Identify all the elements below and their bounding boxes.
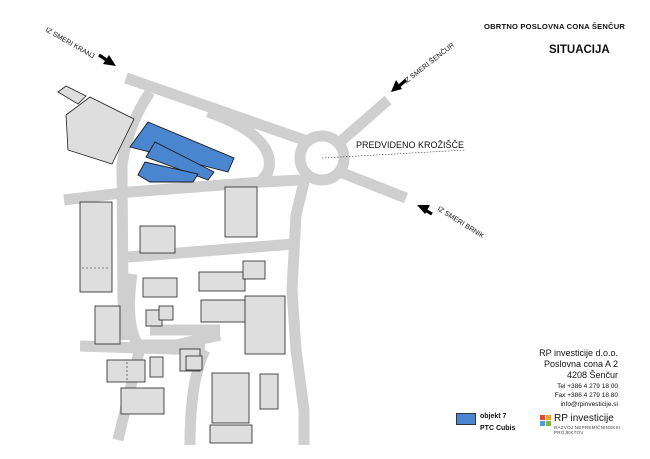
- building: [198, 271, 246, 292]
- legend-swatch: [456, 413, 476, 425]
- building: [259, 373, 279, 410]
- object-7-ptc-cubis: [129, 121, 235, 183]
- label-from-brnik: IZ SMERI BRNIK: [436, 206, 486, 241]
- company-fax: Fax +386 4 279 18 80: [554, 392, 618, 399]
- building: [57, 85, 87, 105]
- building: [139, 225, 176, 254]
- building: [224, 186, 258, 238]
- buildings: [57, 85, 286, 444]
- building: [200, 299, 248, 323]
- arrow-from-sencur: [391, 78, 408, 92]
- company-block: RP investicije d.o.o. Poslovna cona A 2 …: [520, 348, 618, 381]
- building: [106, 359, 146, 383]
- building: [120, 387, 165, 415]
- site-name: OBRTNO POSLOVNA CONA ŠENČUR: [484, 22, 626, 31]
- label-from-kranj: IZ SMERI KRANJ: [44, 27, 95, 61]
- road-to-sencur: [336, 95, 392, 147]
- logo-square: [540, 421, 545, 426]
- building: [94, 305, 121, 345]
- road-curve-west: [116, 88, 155, 341]
- arrow-from-kranj: [98, 53, 116, 66]
- label-roundabout: PREDVIDENO KROŽIŠČE: [356, 140, 464, 150]
- logo-square: [546, 415, 551, 420]
- road-south-from-roundabout: [286, 172, 312, 445]
- building: [244, 295, 286, 355]
- road-loop-east: [206, 106, 275, 184]
- legend-label-object: objekt 7: [480, 413, 507, 420]
- label-from-sencur: IZ SMERI ŠENČUR: [402, 40, 456, 85]
- logo-icon: [540, 415, 551, 426]
- sheet-title: SITUACIJA: [549, 44, 610, 56]
- roundabout-leader-line: [321, 149, 467, 159]
- legend-label-name: PTC Cubis: [480, 425, 516, 432]
- building: [209, 424, 253, 444]
- building: [158, 305, 174, 321]
- logo-tagline: RAZVOJ NEPREMIČNINSKIH PROJEKTOV: [554, 425, 621, 436]
- building: [149, 356, 164, 378]
- arrow-from-brnik: [417, 205, 433, 216]
- logo-square: [540, 415, 545, 420]
- logo-name: RP investicije: [554, 413, 614, 424]
- logo-square: [546, 421, 551, 426]
- building: [242, 260, 266, 280]
- road-cross-2: [127, 238, 295, 263]
- road-cross-1: [63, 174, 301, 206]
- building: [79, 201, 113, 293]
- road-to-brnik: [337, 166, 409, 204]
- company-email[interactable]: info@rpinvesticije.si: [560, 401, 618, 408]
- company-address: Poslovna cona A 2: [543, 359, 618, 369]
- building: [211, 372, 250, 424]
- company-city: 4208 Šenčur: [566, 370, 618, 380]
- roundabout: [294, 130, 467, 186]
- building: [185, 355, 203, 371]
- building: [142, 277, 178, 298]
- company-name: RP investicije d.o.o.: [539, 348, 618, 358]
- contact-block: Tel +386 4 279 18 00 Fax +386 4 279 18 8…: [520, 382, 618, 409]
- company-tel: Tel +386 4 279 18 00: [557, 383, 618, 390]
- building: [65, 96, 135, 165]
